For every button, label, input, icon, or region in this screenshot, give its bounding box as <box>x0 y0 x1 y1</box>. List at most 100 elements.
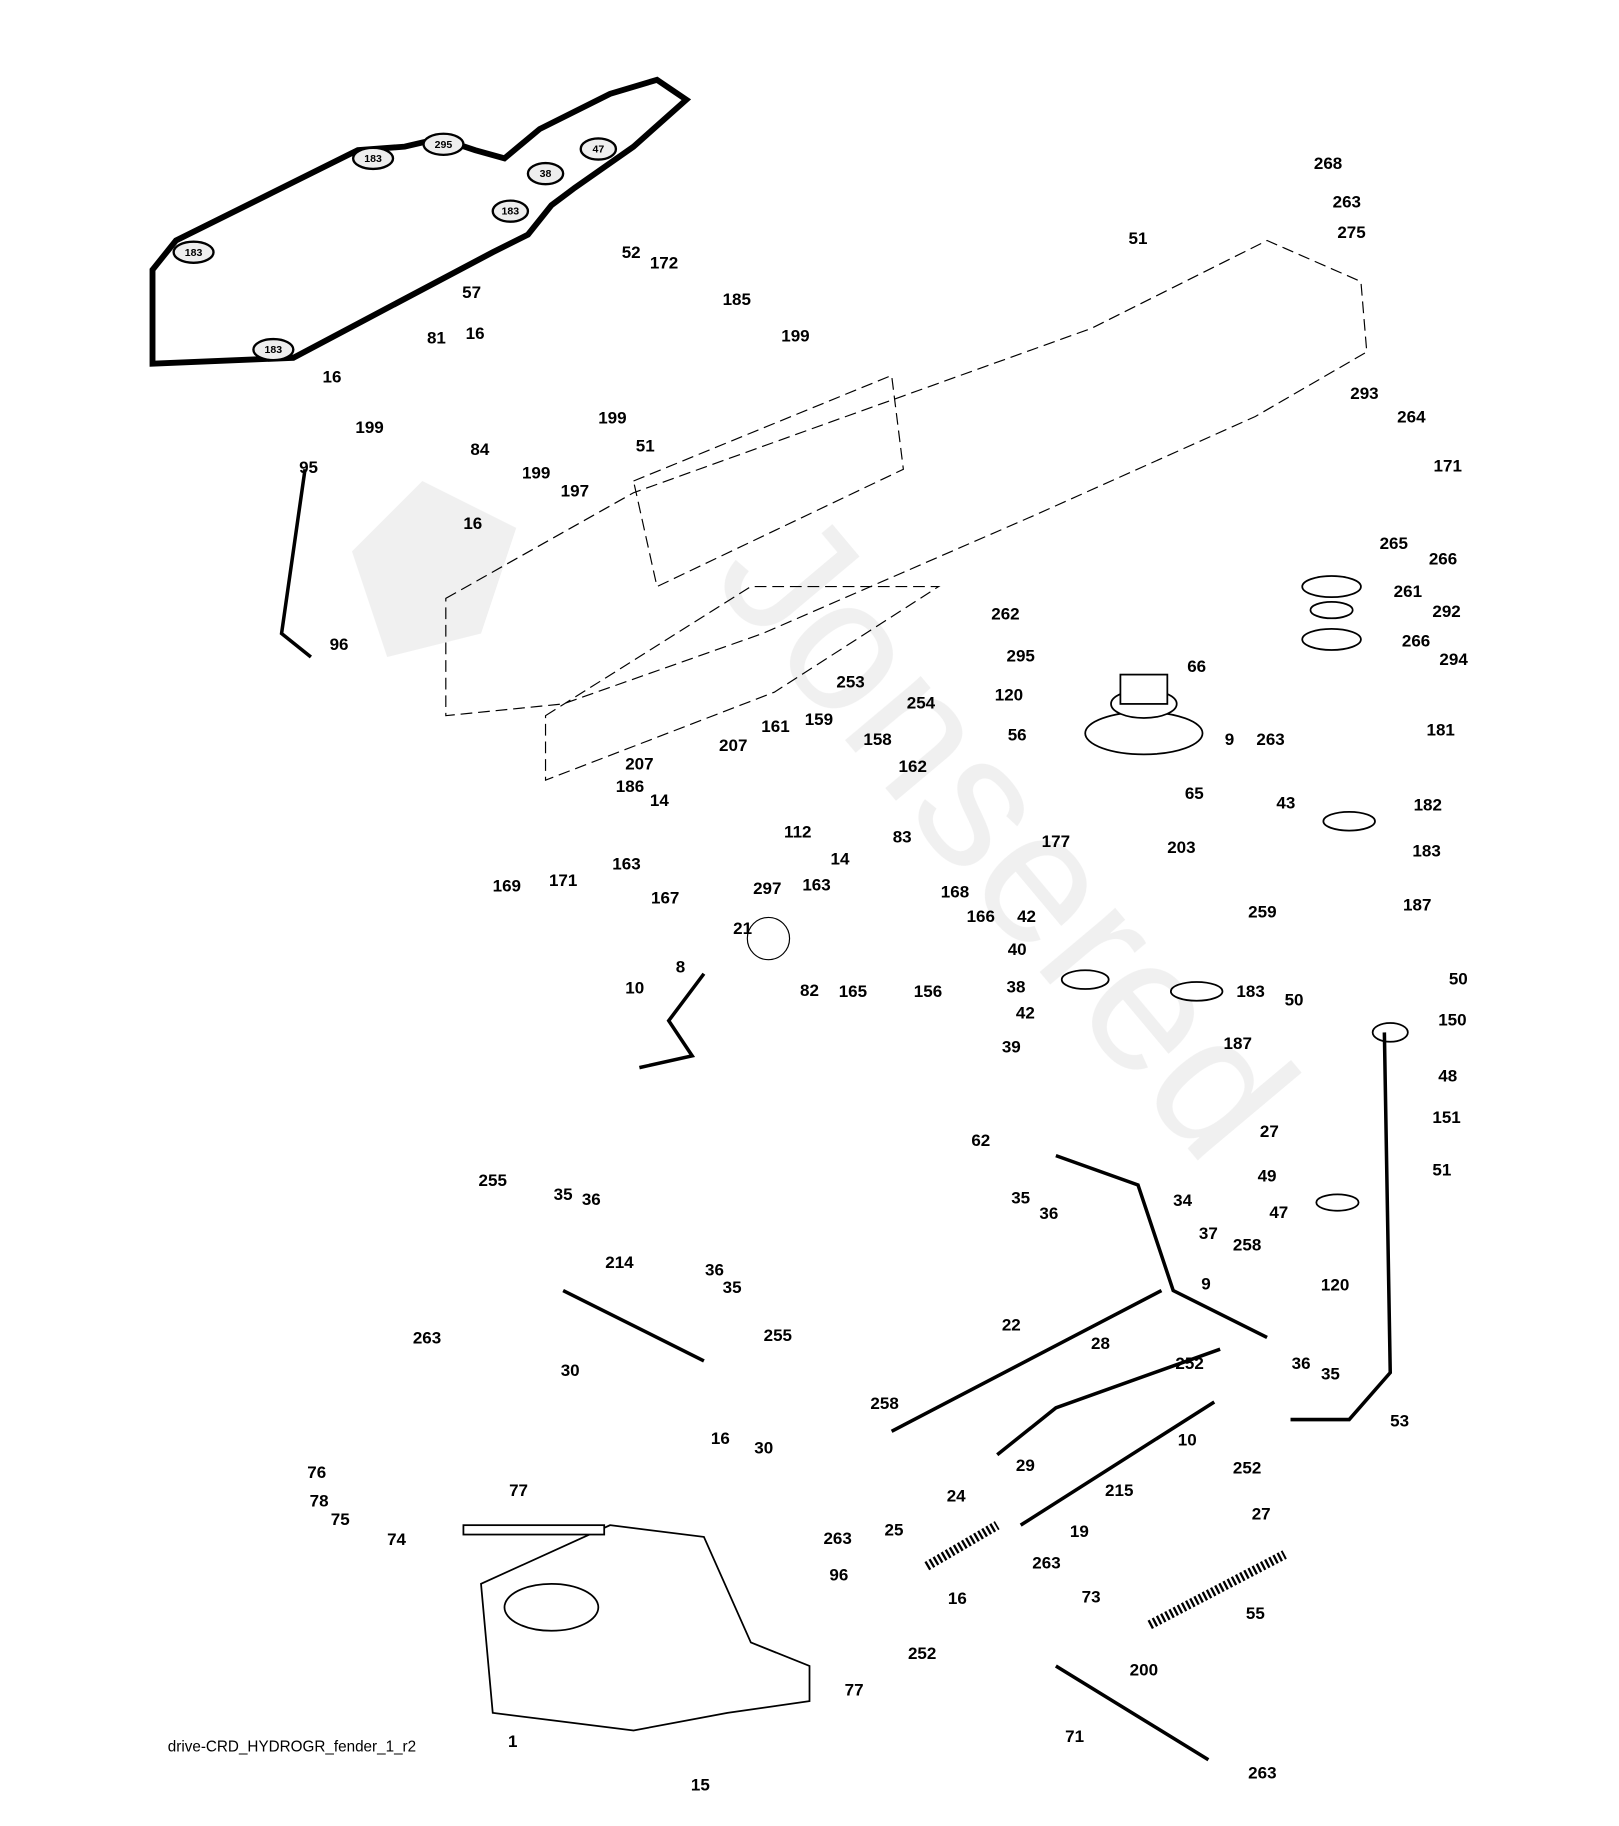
part-callout-19: 19 <box>1069 1522 1089 1542</box>
part-callout-255: 255 <box>763 1326 793 1346</box>
part-callout-252: 252 <box>1232 1459 1262 1479</box>
part-callout-262: 262 <box>991 605 1020 625</box>
pulley-label-183: 183 <box>501 205 520 218</box>
part-callout-162: 162 <box>898 757 927 777</box>
part-callout-166: 166 <box>966 908 995 927</box>
pulley-label-47: 47 <box>592 143 605 155</box>
part-callout-27: 27 <box>1251 1505 1271 1524</box>
part-callout-120: 120 <box>1320 1276 1350 1296</box>
part-callout-163: 163 <box>612 855 641 875</box>
part-callout-48: 48 <box>1438 1067 1458 1087</box>
part-callout-207: 207 <box>719 736 748 756</box>
part-callout-78: 78 <box>309 1492 329 1512</box>
part-callout-261: 261 <box>1393 583 1423 602</box>
svg-text:Jonsered: Jonsered <box>679 469 1336 1196</box>
drive-belt <box>149 76 692 367</box>
spring-25 <box>924 1521 1000 1571</box>
part-callout-171: 171 <box>548 871 578 891</box>
part-callout-50: 50 <box>1448 970 1468 990</box>
part-callout-263: 263 <box>1032 1554 1061 1574</box>
ball-21 <box>746 916 791 961</box>
part-callout-95: 95 <box>299 458 319 478</box>
part-callout-264: 264 <box>1397 408 1426 428</box>
part-callout-16: 16 <box>322 368 342 388</box>
part-callout-294: 294 <box>1439 651 1468 670</box>
part-callout-112: 112 <box>784 823 812 843</box>
part-callout-53: 53 <box>1390 1412 1410 1432</box>
chassis-frame <box>445 239 1368 782</box>
part-callout-28: 28 <box>1090 1335 1110 1354</box>
linkage-rods <box>279 469 1393 1762</box>
part-callout-199: 199 <box>598 409 627 429</box>
part-callout-203: 203 <box>1167 838 1196 858</box>
part-callout-169: 169 <box>492 877 522 897</box>
pulley-label-183: 183 <box>364 152 382 165</box>
pulley-label-183: 183 <box>264 343 283 356</box>
part-callout-265: 265 <box>1379 534 1408 554</box>
part-callout-71: 71 <box>1065 1728 1085 1747</box>
pulley-label-295: 295 <box>434 138 453 151</box>
belt-pulleys <box>172 132 618 362</box>
pulley-label-38: 38 <box>539 167 552 180</box>
part-callout-172: 172 <box>649 254 679 274</box>
part-callout-30: 30 <box>754 1439 774 1459</box>
part-callout-38: 38 <box>1006 978 1026 998</box>
part-callout-258: 258 <box>870 1394 899 1414</box>
part-callout-163: 163 <box>802 876 831 896</box>
part-callout-83: 83 <box>892 828 912 848</box>
part-callout-49: 49 <box>1257 1167 1277 1187</box>
part-callout-167: 167 <box>651 889 680 909</box>
part-callout-120: 120 <box>994 686 1024 706</box>
part-callout-77: 77 <box>844 1681 864 1700</box>
part-callout-42: 42 <box>1015 1004 1035 1024</box>
part-callout-65: 65 <box>1184 784 1204 804</box>
part-callout-255: 255 <box>478 1172 507 1191</box>
part-callout-186: 186 <box>615 777 645 797</box>
part-callout-16: 16 <box>947 1589 967 1609</box>
part-callout-185: 185 <box>722 290 751 310</box>
part-callout-254: 254 <box>906 694 936 714</box>
part-callout-56: 56 <box>1007 726 1027 745</box>
spring-55 <box>1147 1550 1287 1630</box>
part-callout-55: 55 <box>1245 1604 1265 1624</box>
part-callout-96: 96 <box>329 635 349 655</box>
part-callout-8: 8 <box>675 958 686 978</box>
part-callout-258: 258 <box>1232 1236 1262 1256</box>
part-callout-263: 263 <box>1248 1764 1277 1784</box>
part-callout-14: 14 <box>649 791 669 811</box>
part-callout-16: 16 <box>463 515 483 534</box>
part-callout-22: 22 <box>1001 1316 1021 1336</box>
part-callout-84: 84 <box>470 441 490 460</box>
pulley-label-183: 183 <box>184 246 203 259</box>
part-callout-42: 42 <box>1017 908 1037 927</box>
part-callout-51: 51 <box>1128 229 1148 249</box>
part-callout-43: 43 <box>1276 794 1296 814</box>
part-callout-292: 292 <box>1432 603 1461 622</box>
part-callout-159: 159 <box>804 710 834 730</box>
part-callout-29: 29 <box>1015 1457 1035 1476</box>
part-callout-177: 177 <box>1041 832 1071 852</box>
part-callout-34: 34 <box>1173 1191 1193 1211</box>
part-callout-183: 183 <box>1412 842 1441 862</box>
part-callout-171: 171 <box>1433 457 1462 477</box>
part-callout-40: 40 <box>1007 940 1027 960</box>
part-callout-14: 14 <box>830 850 850 870</box>
part-callout-253: 253 <box>836 673 865 693</box>
part-callout-268: 268 <box>1313 154 1343 174</box>
part-callout-263: 263 <box>1256 730 1285 750</box>
part-callout-275: 275 <box>1337 224 1366 243</box>
part-callout-187: 187 <box>1403 896 1432 916</box>
part-callout-47: 47 <box>1269 1203 1289 1223</box>
part-callout-16: 16 <box>710 1430 730 1449</box>
part-callout-168: 168 <box>940 883 970 903</box>
drive-pulley-9 <box>1084 673 1204 756</box>
part-callout-266: 266 <box>1401 632 1431 652</box>
part-callout-199: 199 <box>521 464 551 484</box>
part-callout-293: 293 <box>1350 384 1379 404</box>
part-callout-36: 36 <box>581 1190 601 1210</box>
part-callout-36: 36 <box>705 1261 724 1280</box>
part-callout-51: 51 <box>635 437 655 457</box>
part-callout-36: 36 <box>1039 1204 1059 1224</box>
part-callout-151: 151 <box>1432 1108 1461 1128</box>
